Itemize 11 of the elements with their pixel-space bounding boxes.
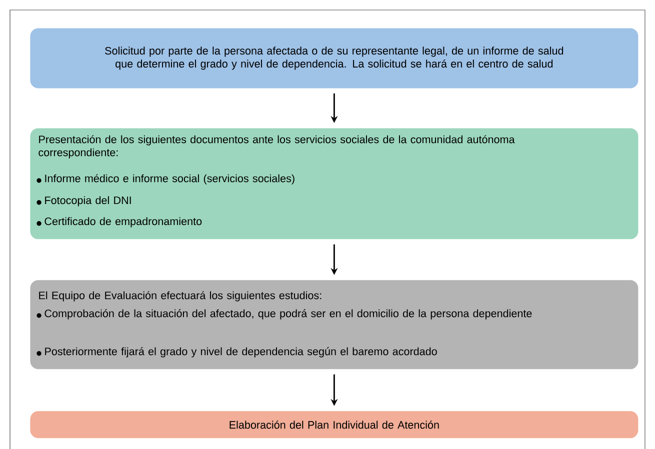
evaluation-box — [30, 280, 638, 370]
documents-box — [30, 128, 638, 240]
list-item: Informe médico e informe social (servicios sociales) — [45, 174, 294, 184]
list-item: Fotocopia del DNI — [45, 196, 131, 206]
plan-box: Elaboración del Plan Individual de Atención — [30, 411, 638, 438]
list-item: Comprobación de la situación del afectado, que podrá ser en el domicilio de la persona dependiente — [44, 309, 532, 320]
heading: El Equipo de Evaluación efectuará los siguientes estudios: — [39, 291, 322, 302]
list-item: Posteriormente fijará el grado y nivel de dependencia según el baremo acordado — [45, 347, 437, 358]
heading: Presentación de los siguientes documentos ante los servicios sociales de la comunidad autónoma correspondiente: — [38, 135, 515, 158]
request-box: Solicitud por parte de la persona afectada o de su representante legal, de un informe de salud que determine el grado y nivel de dependencia. La solicitud se hará en el centro de salud — [30, 28, 638, 88]
list-item: Certificado de empadronamiento — [44, 217, 202, 228]
